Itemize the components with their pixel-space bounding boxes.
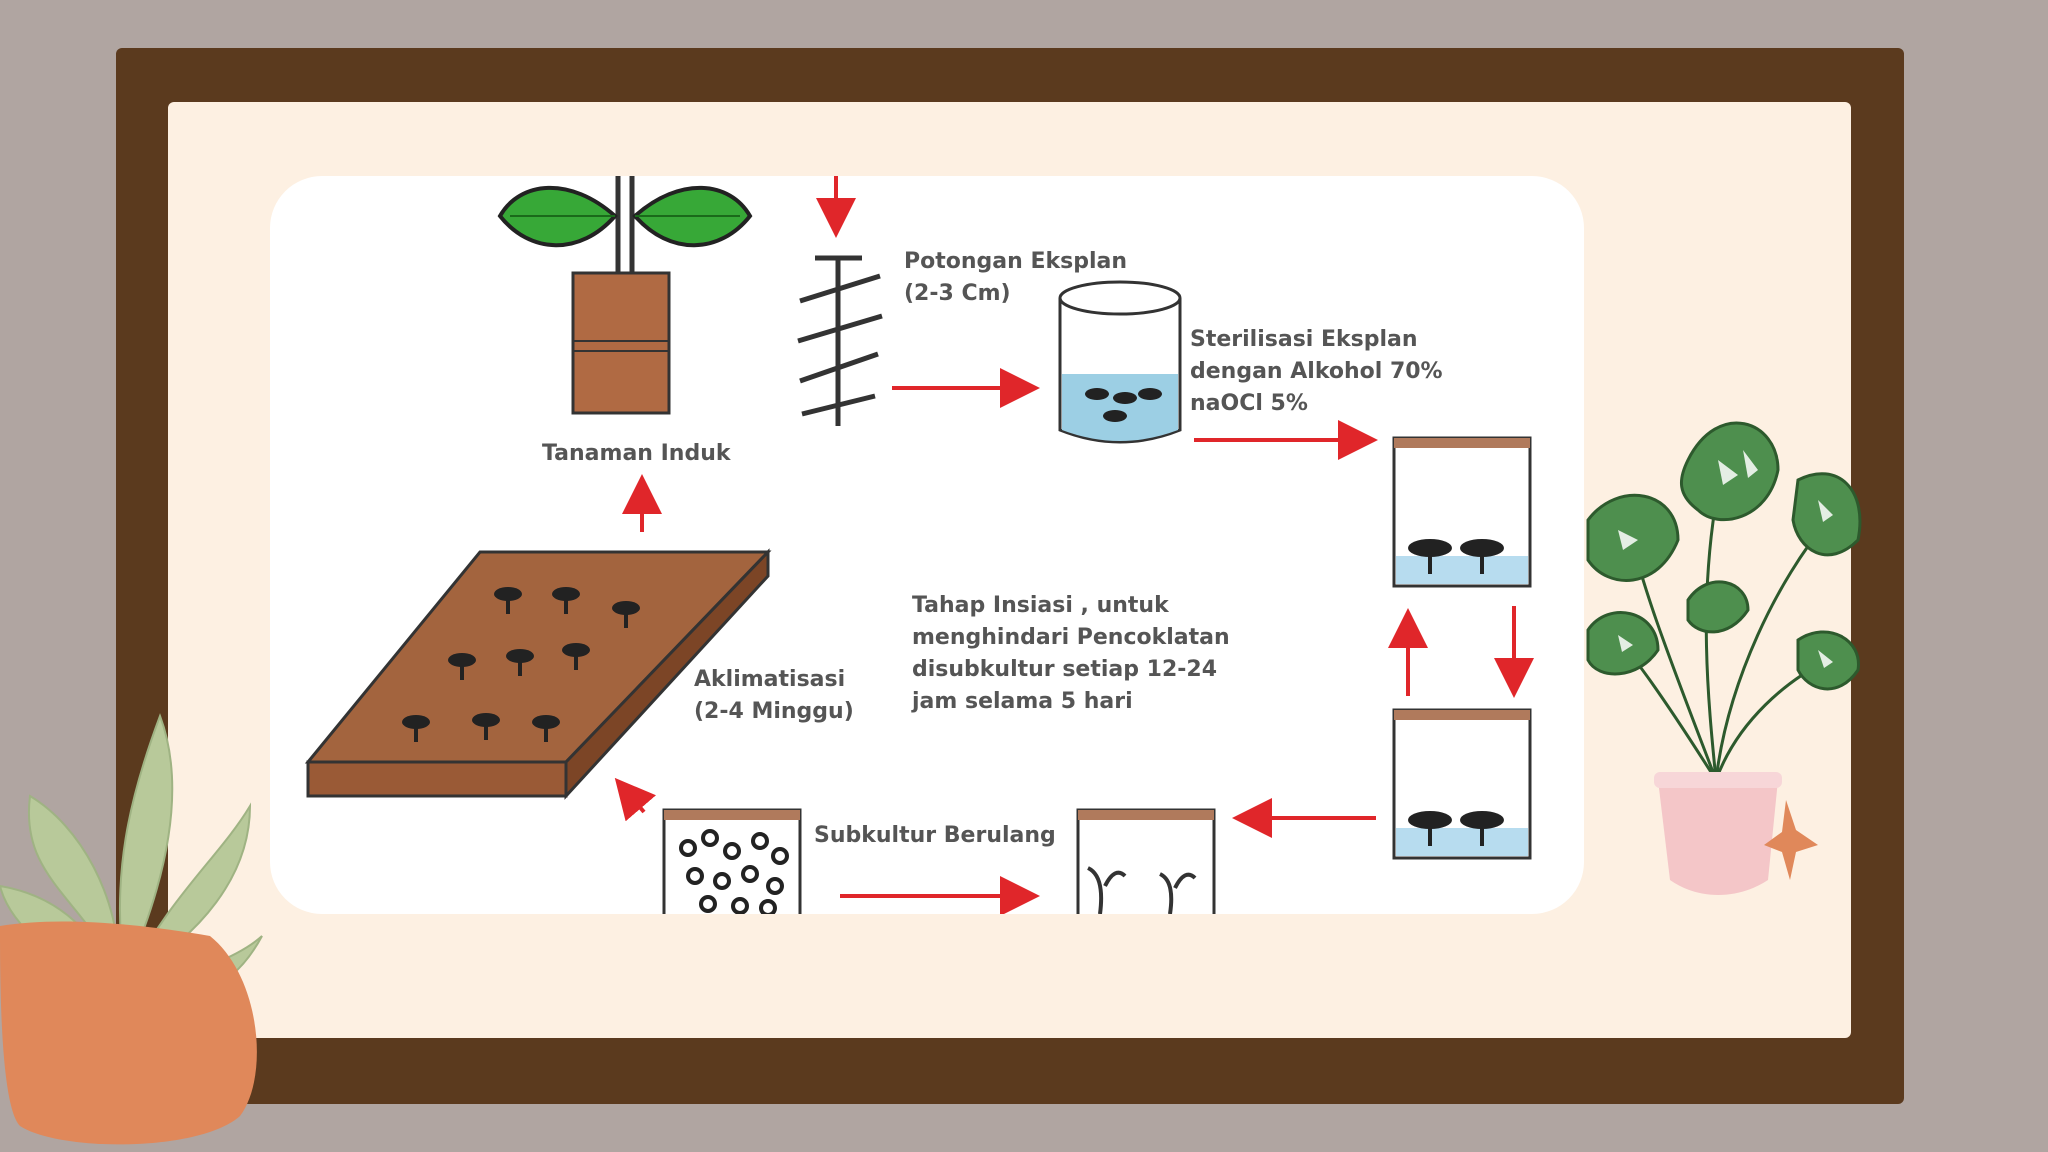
acclimatization-tray-icon: [304, 548, 772, 800]
explant-cutting-icon: [797, 255, 883, 426]
multiplication-jar-icon: [662, 808, 802, 914]
process-arrows: [614, 368, 1534, 914]
tissue-culture-diagram: [304, 176, 1534, 914]
initiation-jar-icon: [1392, 436, 1532, 588]
acclimatization-label: Aklimatisasi (2-4 Minggu): [694, 667, 854, 724]
subculture-jar-icon: [1392, 708, 1532, 860]
subculture-label: Subkultur Berulang: [814, 823, 1056, 848]
parent-plant-label: Tanaman Induk: [542, 441, 731, 466]
shoot-jar-icon: [1076, 808, 1216, 914]
explant-cut-label: Potongan Eksplan (2-3 Cm): [904, 249, 1127, 306]
initiation-label: Tahap Insiasi , untuk menghindari Pencok…: [912, 593, 1230, 714]
sterilization-label: Sterilisasi Eksplan dengan Alkohol 70% n…: [1190, 327, 1443, 416]
diagram-card: Potongan Eksplan (2-3 Cm) Sterilisasi Ek…: [270, 176, 1584, 914]
monstera-plant-right-icon: [1586, 421, 1862, 895]
potted-plant-left-icon: [0, 713, 263, 1145]
sterilization-beaker-icon: [1058, 280, 1182, 444]
parent-plant-icon: [497, 176, 753, 415]
